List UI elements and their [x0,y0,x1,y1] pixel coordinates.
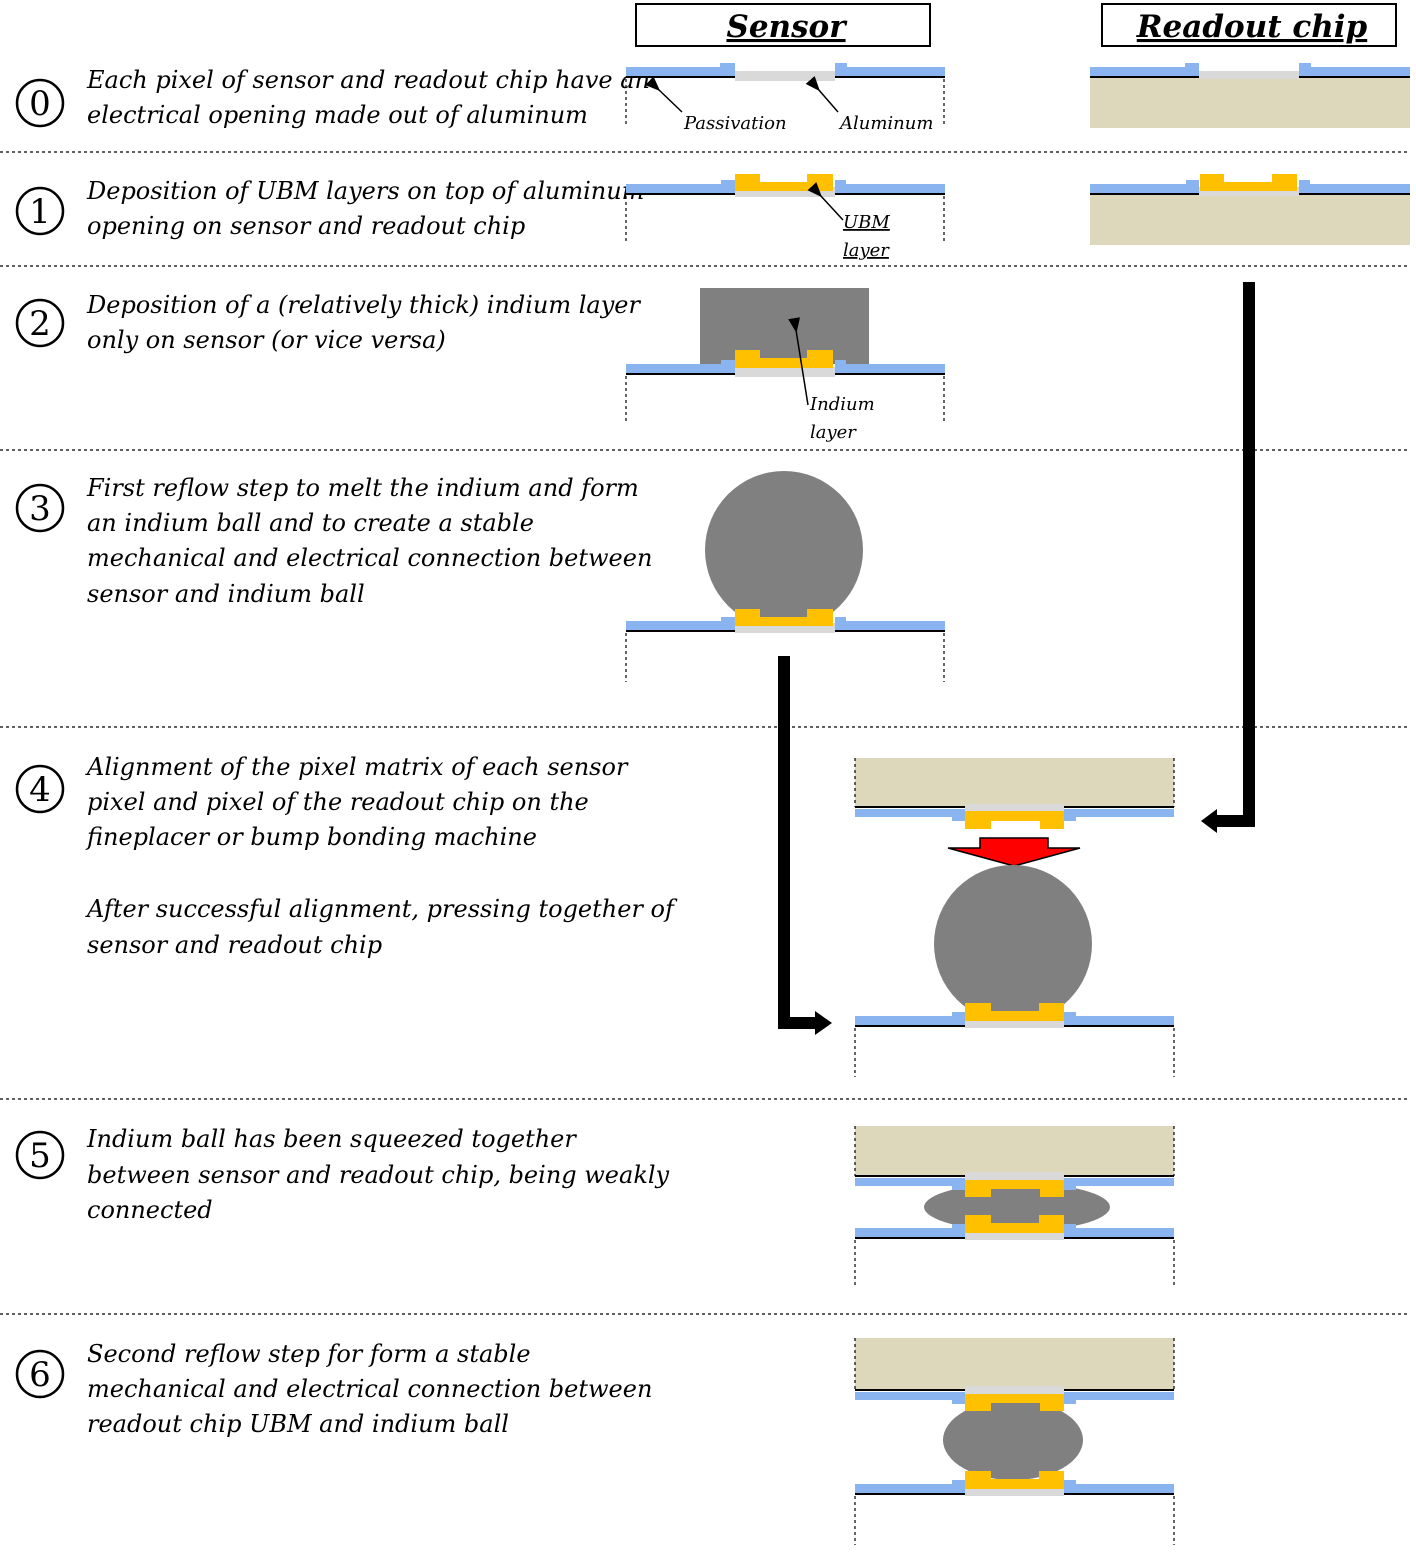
svg-text:electrical opening made out of: electrical opening made out of aluminum [87,101,588,129]
svg-text:sensor and readout chip: sensor and readout chip [87,931,382,959]
svg-text:2: 2 [29,304,51,344]
svg-text:6: 6 [29,1355,51,1395]
step-5-cross-section [854,1126,1175,1288]
step-0-number: 0 [15,78,65,128]
svg-text:between sensor and readout chi: between sensor and readout chip, being w… [87,1161,670,1189]
svg-text:Each pixel of sensor and reado: Each pixel of sensor and readout chip ha… [86,66,650,94]
step-0-sensor-cross-section [625,63,945,127]
svg-text:5: 5 [29,1136,51,1176]
svg-text:readout chip UBM and indium ba: readout chip UBM and indium ball [87,1410,509,1438]
sensor-header-label: Sensor [726,9,848,45]
svg-text:Indium ball has been squeezed: Indium ball has been squeezed together [86,1125,577,1153]
svg-text:mechanical and electrical conn: mechanical and electrical connection bet… [87,544,652,572]
step-2-text: Deposition of a (relatively thick) indiu… [86,291,641,354]
step-4-text: Alignment of the pixel matrix of each se… [85,753,678,959]
passivation-annotation: Passivation [645,76,787,134]
sensor-header: Sensor [635,3,931,47]
step-0-readout-chip-cross-section [1090,63,1410,128]
svg-text:mechanical and electrical conn: mechanical and electrical connection bet… [87,1375,652,1403]
reflowed-indium-ball [943,1400,1083,1480]
svg-text:Passivation: Passivation [683,113,787,134]
svg-text:Deposition of UBM layers on to: Deposition of UBM layers on top of alumi… [86,177,644,205]
step-3-number: 3 [15,483,65,533]
svg-text:4: 4 [29,770,51,810]
step-4-readout-chip-cross-section [854,758,1175,829]
svg-text:layer: layer [843,240,890,261]
svg-text:UBM: UBM [843,212,890,233]
svg-text:0: 0 [29,84,51,124]
indium-layer-annotation: Indium layer [788,317,875,443]
step-6-cross-section [854,1338,1175,1545]
step-5-text: Indium ball has been squeezed together b… [86,1125,670,1224]
step-2-number: 2 [15,298,65,348]
readout-chip-header-label: Readout chip [1136,9,1368,45]
svg-text:3: 3 [29,489,51,529]
svg-text:fineplacer or bump bonding mac: fineplacer or bump bonding machine [85,823,537,851]
svg-text:Deposition of a (relatively th: Deposition of a (relatively thick) indiu… [86,291,641,319]
indium-ball [705,471,863,629]
ubm-layer-annotation: UBM layer [807,182,890,261]
step-6-text: Second reflow step for form a stable mec… [87,1340,652,1438]
step-4-number: 4 [15,764,65,814]
svg-text:only on sensor (or vice versa): only on sensor (or vice versa) [87,326,446,354]
svg-text:Second reflow step for form a: Second reflow step for form a stable [87,1340,531,1368]
svg-text:After successful alignment, pr: After successful alignment, pressing tog… [85,895,678,923]
svg-text:1: 1 [29,192,51,232]
step-0-text: Each pixel of sensor and readout chip ha… [86,66,650,129]
svg-text:Alignment of the pixel matrix: Alignment of the pixel matrix of each se… [85,753,629,781]
step-1-text: Deposition of UBM layers on top of alumi… [86,177,644,240]
row-separators [0,151,1410,1315]
step-1-readout-chip-cross-section [1090,174,1410,245]
readout-chip-header: Readout chip [1101,3,1397,47]
step-1-sensor-cross-section [625,174,945,244]
step-1-number: 1 [15,186,65,236]
press-arrow [947,837,1081,867]
step-2-sensor-cross-section [625,288,945,424]
svg-text:Indium: Indium [809,394,875,415]
step-3-text: First reflow step to melt the indium and… [86,474,652,608]
step-6-number: 6 [15,1349,65,1399]
svg-text:connected: connected [87,1196,213,1224]
svg-text:an indium ball and to create a: an indium ball and to create a stable [87,509,534,537]
svg-text:layer: layer [810,422,857,443]
step-3-sensor-cross-section [625,471,945,682]
svg-text:Aluminum: Aluminum [838,113,933,134]
svg-text:pixel and pixel of the readout: pixel and pixel of the readout chip on t… [87,788,589,816]
step-5-number: 5 [15,1130,65,1180]
aluminum-annotation: Aluminum [805,76,933,134]
svg-text:opening on sensor and readout: opening on sensor and readout chip [87,212,525,240]
readout-chip-flow-arrow [1201,282,1255,833]
step-4-sensor-cross-section [854,865,1175,1077]
svg-text:sensor and indium ball: sensor and indium ball [87,580,365,608]
svg-text:First reflow step to melt the: First reflow step to melt the indium and… [86,474,639,502]
sensor-flow-arrow [778,656,832,1035]
indium-ball [934,865,1092,1023]
